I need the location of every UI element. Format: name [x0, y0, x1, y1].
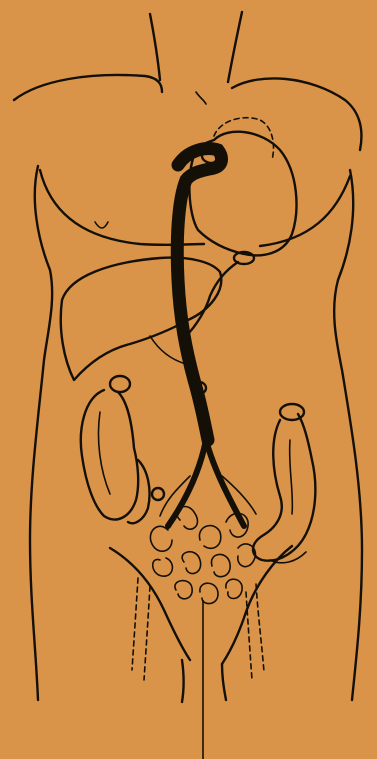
- anatomy-drawing: [0, 0, 377, 759]
- anatomical-figure: [0, 0, 377, 759]
